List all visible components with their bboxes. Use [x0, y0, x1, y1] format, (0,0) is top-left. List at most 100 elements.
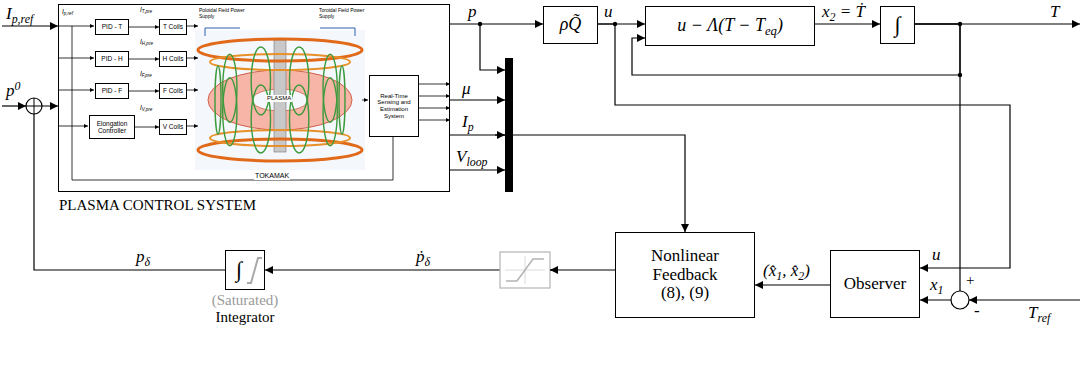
text-part: I: [140, 6, 142, 13]
inner-wire: [72, 26, 393, 180]
text-part: V: [456, 147, 466, 166]
text-part: (x̂: [763, 261, 776, 280]
signal-name: Vloop: [456, 148, 488, 167]
signal-connector: [34, 106, 225, 270]
text-part: ): [804, 261, 810, 280]
signal-wire: [2, 25, 58, 26]
signal-connector: [915, 24, 960, 300]
tokamak-illustration: [210, 54, 350, 70]
text-part: 2: [830, 10, 836, 24]
diagram-note: TOKAMAK: [254, 172, 290, 180]
signal-name: x2 = Ṫ: [822, 3, 865, 22]
block-label: V Coils: [163, 123, 184, 130]
sum-junction: [26, 98, 969, 309]
toroidal-coil: [223, 54, 237, 122]
toroidal-coil: [251, 47, 270, 115]
text-part: I: [62, 8, 64, 15]
saturation-block: [500, 252, 558, 288]
signal-wire: [969, 299, 1080, 300]
text-part: ṗ: [416, 247, 425, 266]
text-part: loop: [466, 155, 487, 169]
signal-connector: [129, 91, 159, 92]
block-label: PID - H: [101, 55, 122, 62]
toroidal-coil: [323, 54, 337, 122]
feedback-block: Nonlinear Feedback (8), (9): [615, 232, 755, 318]
text-part: T: [1028, 303, 1037, 322]
estimation-block: Real-Time Sensing and Estimation System: [369, 75, 419, 137]
diagram-note: PLASMA: [266, 95, 292, 102]
block-label: T Coils: [163, 23, 183, 30]
saturation-block: [550, 269, 558, 270]
text-part: I: [462, 112, 468, 131]
block-label: ∫: [894, 13, 900, 37]
mux-bar: [505, 58, 513, 192]
inner-wire: [186, 58, 198, 59]
inner-wire: [362, 100, 368, 101]
text-part: 1: [938, 283, 944, 297]
signal-connector: [135, 127, 159, 128]
dynamics-block: u − Λ(T − Teq): [645, 6, 815, 46]
signal-name: pδ: [136, 248, 150, 267]
signal-name: +: [966, 272, 974, 289]
inner-wire: [418, 96, 450, 97]
inner-wire: [186, 90, 198, 91]
block-caption: (Saturated): [212, 292, 279, 309]
text-part: p,ref: [64, 11, 73, 16]
block-label: ∫: [236, 258, 242, 282]
saturation-block: [500, 252, 550, 288]
pid-block: PID - H: [95, 51, 129, 67]
text-part: eq: [765, 24, 777, 38]
inner-wire: [418, 108, 450, 109]
pid-block: PID - T: [95, 19, 129, 35]
signal-connector: [450, 23, 543, 24]
saturation-symbol: [247, 258, 262, 283]
block-label: ρQ̃: [560, 15, 582, 35]
signal-connector: [265, 269, 615, 270]
toroidal-coil: [290, 47, 309, 115]
signal-name: x1: [930, 276, 944, 295]
signal-name: (x̂1, x̂2): [763, 262, 810, 281]
tokamak-illustration: [320, 28, 355, 36]
coil-block: F Coils: [159, 83, 187, 99]
sum-junction: [26, 98, 42, 114]
junction-dot: [958, 22, 962, 26]
text-part: H,pre: [142, 41, 153, 46]
integrator-block: ∫: [880, 6, 915, 44]
block-label: Observer: [844, 275, 906, 294]
layout-overlay: [26, 22, 969, 309]
diagram-note: Ip,ref: [62, 8, 73, 15]
junction-dot: [613, 22, 617, 26]
block-label: Elongation Controller: [92, 120, 132, 134]
text-part: x: [930, 275, 938, 294]
toroidal-coil: [215, 66, 221, 134]
signal-name: ṗδ: [416, 248, 430, 267]
text-part: p: [6, 81, 15, 100]
saturation-symbol: [247, 258, 262, 283]
text-part: 1: [776, 269, 782, 283]
diagram-note: IF,pre: [140, 70, 152, 77]
diagram-note: IV,pre: [140, 104, 152, 111]
control-system-box: PLASMA CONTROL SYSTEMPID - TT CoilsPID -…: [58, 4, 450, 192]
pid-block: PID - F: [95, 83, 129, 99]
saturation-block: [506, 259, 544, 281]
text-part: δ: [425, 255, 431, 269]
text-part: T,pre: [142, 9, 152, 14]
coil-block: T Coils: [159, 19, 187, 35]
tokamak-illustration: [195, 30, 365, 170]
block-caption: Integrator: [215, 309, 274, 326]
signal-connector: [755, 284, 830, 285]
diagram-note: IT,pre: [140, 6, 152, 13]
signal-connector: [129, 59, 159, 60]
block-label: Nonlinear Feedback (8), (9): [640, 247, 730, 303]
inner-wire: [58, 26, 450, 180]
controller-block: Elongation Controller: [89, 115, 135, 139]
system-caption: PLASMA CONTROL SYSTEM: [59, 197, 256, 214]
saturated-integrator: ∫(Saturated)Integrator: [225, 250, 265, 290]
signal-name: u: [604, 3, 613, 22]
diagram-note: Toroidal Field Power Supply: [318, 8, 368, 19]
text-part: I: [140, 70, 142, 77]
diagram-note: Poloidal Field Power Supply: [198, 8, 248, 19]
coil-block: V Coils: [159, 119, 187, 135]
text-part: I: [140, 104, 142, 111]
